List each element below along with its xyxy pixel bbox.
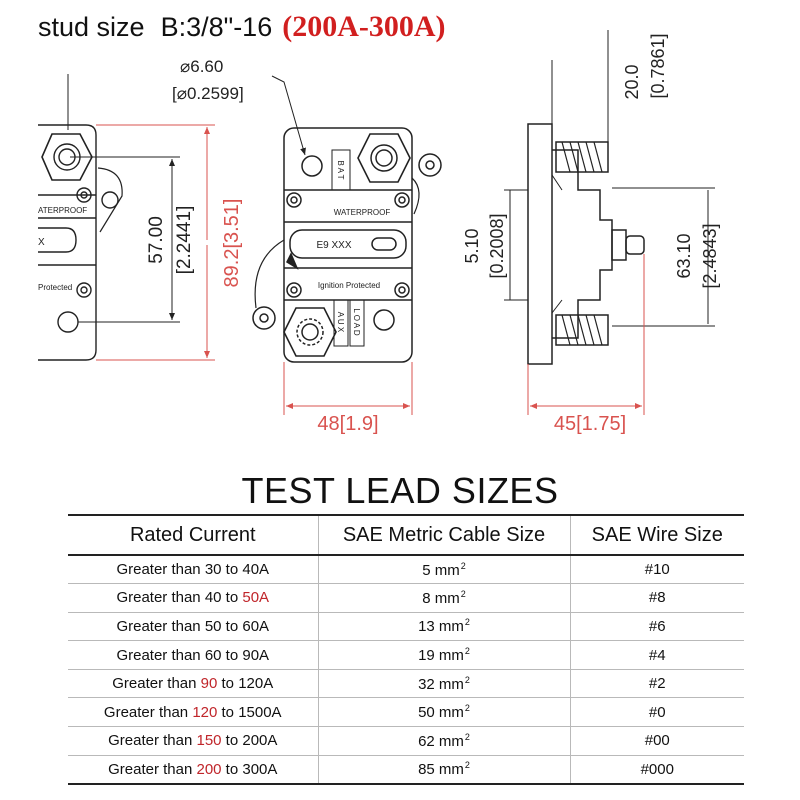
cable-size-cell: 13 mm2 <box>317 612 570 642</box>
rated-current-cell: Greater than 120 to 1500A <box>68 697 318 728</box>
left-waterproof-fragment: ATERPROOF <box>38 206 87 215</box>
wire-size-cell: #000 <box>569 755 744 785</box>
table-row: Greater than 200 to 300A 85 mm2 #000 <box>68 755 744 785</box>
stud-height-in: [2.4843] <box>700 223 720 288</box>
wire-size-cell: #2 <box>569 669 744 699</box>
cable-size-cell: 50 mm2 <box>317 697 570 728</box>
hole-diameter-leader <box>271 75 306 156</box>
table-row: Greater than 40 to 50A 8 mm2 #8 <box>68 583 744 613</box>
front-terminal-aux: A U X <box>336 312 345 333</box>
cable-size-cell: 85 mm2 <box>317 755 570 785</box>
test-lead-table: Rated Current SAE Metric Cable Size SAE … <box>68 514 744 785</box>
current-range-label: (200A-300A) <box>282 10 446 43</box>
cable-size-cell: 5 mm2 <box>317 555 570 585</box>
flange-thickness-dimension <box>504 189 528 301</box>
rated-current-cell: Greater than 90 to 120A <box>68 669 318 699</box>
wire-size-cell: #8 <box>569 583 744 613</box>
table-row: Greater than 120 to 1500A 50 mm2 #0 <box>68 697 744 728</box>
header-metric-cable-size: SAE Metric Cable Size <box>317 514 570 556</box>
stud-spacing-mm: 57.00 <box>146 216 167 264</box>
table-row: Greater than 90 to 120A 32 mm2 #2 <box>68 669 744 699</box>
table-header-row: Rated Current SAE Metric Cable Size SAE … <box>68 514 744 556</box>
hole-diameter-mm: ⌀6.60 <box>180 57 223 76</box>
flange-thickness-in: [0.2008] <box>487 213 507 278</box>
header-rated-current: Rated Current <box>68 514 318 556</box>
front-ignition-label: Ignition Protected <box>318 281 380 290</box>
front-width-label: 48[1.9] <box>317 413 378 435</box>
stud-spacing-dimension <box>70 156 180 323</box>
wire-size-cell: #6 <box>569 612 744 642</box>
cable-size-cell: 32 mm2 <box>317 669 570 699</box>
breaker-dimension-drawing: ATERPROOF X Protected 57.00 [2.2441] 89.… <box>38 30 720 435</box>
cable-size-cell: 19 mm2 <box>317 640 570 670</box>
front-terminal-bat: B A T <box>336 161 345 180</box>
stud-height-dimension <box>612 187 715 327</box>
wire-size-cell: #00 <box>569 726 744 756</box>
table-row: Greater than 50 to 60A 13 mm2 #6 <box>68 612 744 642</box>
rated-current-cell: Greater than 40 to 50A <box>68 583 318 613</box>
stud-size-heading: stud size B:3/8"-16 (200A-300A) <box>38 10 446 50</box>
side-width-dimension <box>527 254 645 415</box>
stud-size-label: stud size <box>38 12 145 42</box>
left-model-fragment: X <box>38 237 45 248</box>
rated-current-cell: Greater than 50 to 60A <box>68 612 318 642</box>
flange-thickness-mm: 5.10 <box>462 228 482 263</box>
rated-current-cell: Greater than 30 to 40A <box>68 555 318 585</box>
stud-spacing-in: [2.2441] <box>174 206 195 275</box>
stud-size-value: B:3/8"-16 <box>160 12 273 42</box>
total-height-dimension <box>96 124 215 361</box>
rated-current-cell: Greater than 60 to 90A <box>68 640 318 670</box>
table-row: Greater than 150 to 200A 62 mm2 #00 <box>68 726 744 756</box>
wire-size-cell: #10 <box>569 555 744 585</box>
stud-length-in: [0.7861] <box>648 33 668 98</box>
front-waterproof-label: WATERPROOF <box>334 208 391 217</box>
test-lead-table-title: TEST LEAD SIZES <box>241 470 559 511</box>
header-wire-size: SAE Wire Size <box>569 514 744 556</box>
side-view-threads <box>561 141 603 346</box>
stud-length-mm: 20.0 <box>622 64 642 99</box>
front-width-dimension <box>283 362 413 415</box>
stud-height-mm: 63.10 <box>674 233 694 278</box>
hole-diameter-in: [⌀0.2599] <box>172 84 244 103</box>
side-width-label: 45[1.75] <box>554 413 626 435</box>
total-height-label: 89.2[3.51] <box>221 199 243 288</box>
cable-size-cell: 8 mm2 <box>317 583 570 613</box>
side-view-body <box>527 123 645 365</box>
cable-size-cell: 62 mm2 <box>317 726 570 756</box>
rated-current-cell: Greater than 150 to 200A <box>68 726 318 756</box>
left-ignition-fragment: Protected <box>38 283 72 292</box>
stud-length-dimension <box>551 30 609 142</box>
wire-size-cell: #0 <box>569 697 744 728</box>
left-partial-view <box>38 124 123 361</box>
front-model-label: E9 XXX <box>316 240 351 251</box>
rated-current-cell: Greater than 200 to 300A <box>68 755 318 785</box>
wire-size-cell: #4 <box>569 640 744 670</box>
front-terminal-load: L O A D <box>352 308 361 335</box>
table-row: Greater than 60 to 90A 19 mm2 #4 <box>68 640 744 670</box>
front-view-body <box>252 127 442 363</box>
table-row: Greater than 30 to 40A 5 mm2 #10 <box>68 555 744 585</box>
